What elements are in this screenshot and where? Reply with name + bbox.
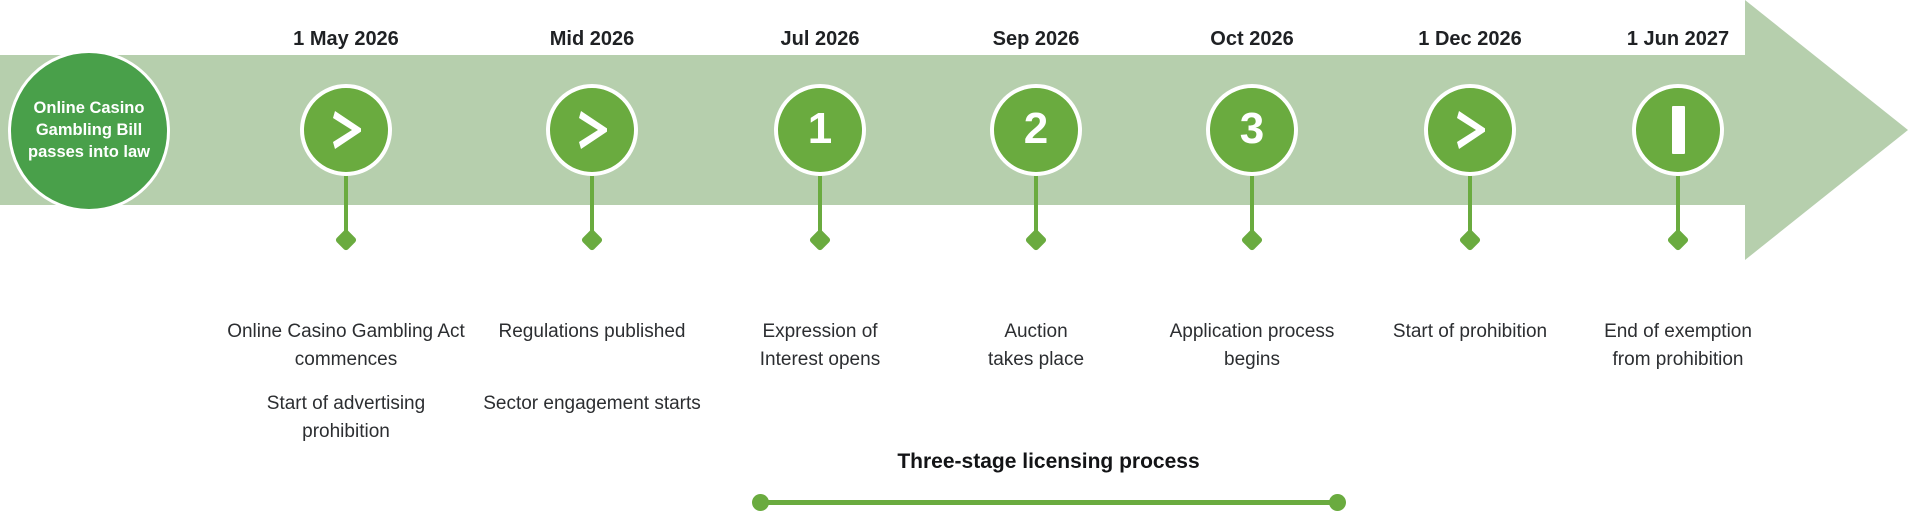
milestone-caption: Auction takes place [987,321,1085,370]
milestone-subcaption: Start of advertising prohibition [266,393,426,442]
milestone-step-number: 1 [807,104,833,153]
milestone-connector-diamond [1240,228,1264,252]
number-three-icon[interactable]: 3 [1206,84,1298,176]
milestone-date: Sep 2026 [992,28,1080,50]
timeline-arrow-head [1745,0,1908,260]
bracket-label: Three-stage licensing process [897,450,1200,473]
milestone-connector-diamond [808,228,832,252]
milestone-connector-stem [1034,176,1038,238]
milestone-caption: Start of prohibition [1392,321,1548,342]
milestone-connector-diamond [580,228,604,252]
number-one-icon[interactable]: 1 [774,84,866,176]
pause-bar-icon[interactable] [1632,84,1724,176]
chevron-right-icon[interactable] [1424,84,1516,176]
milestone-caption: Expression of Interest opens [759,321,881,370]
milestone-date: Oct 2026 [1210,28,1294,50]
milestone-subcaption: Sector engagement starts [483,393,701,414]
milestone-date: 1 Dec 2026 [1418,28,1522,50]
milestone-connector-stem [344,176,348,238]
bracket-line [760,500,1337,505]
milestone-caption: Regulations published [498,321,686,342]
milestone-caption: Online Casino Gambling Act commences [227,321,465,370]
milestone-connector-stem [818,176,822,238]
bracket-dot-start [752,494,769,511]
milestone-connector-diamond [334,228,358,252]
chevron-right-icon[interactable] [300,84,392,176]
milestone-connector-diamond [1458,228,1482,252]
milestone-connector-stem [1468,176,1472,238]
milestone-date: Jul 2026 [780,28,860,50]
milestone-caption: End of exemption from prohibition [1604,321,1752,370]
milestone-connector-stem [1676,176,1680,238]
bracket-dot-end [1329,494,1346,511]
milestone-step-number: 3 [1239,104,1265,153]
milestone-date: 1 May 2026 [293,28,399,50]
milestone-connector-stem [590,176,594,238]
milestone-connector-diamond [1666,228,1690,252]
chevron-right-icon[interactable] [546,84,638,176]
milestone-date: 1 Jun 2027 [1626,28,1730,50]
start-milestone-label: Online Casino Gambling Bill passes into … [28,99,150,161]
start-milestone-bubble: Online Casino Gambling Bill passes into … [8,50,170,212]
number-two-icon[interactable]: 2 [990,84,1082,176]
milestone-connector-stem [1250,176,1254,238]
milestone-step-number: 2 [1023,104,1049,153]
pause-bar-shape [1671,106,1685,154]
milestone-caption: Application process begins [1169,321,1335,370]
milestone-date: Mid 2026 [549,28,635,50]
milestone-connector-diamond [1024,228,1048,252]
